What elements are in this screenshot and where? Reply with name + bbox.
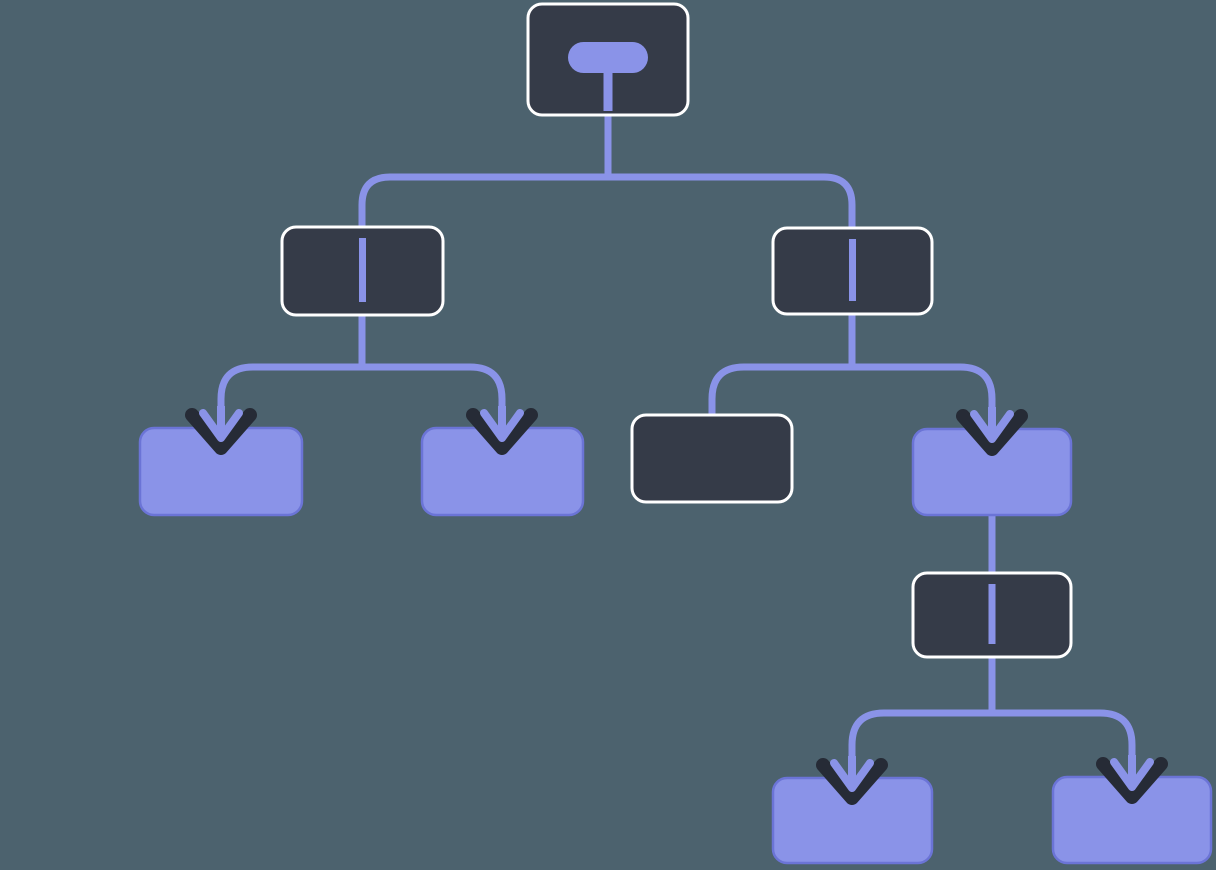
chevron-down-icon <box>185 408 257 455</box>
connector-right-branch-t <box>708 363 996 436</box>
arrow-down-icon <box>480 409 524 442</box>
chevron-down-icon <box>1096 757 1168 804</box>
connector-left-branch-t <box>217 363 506 436</box>
connector-bottom-branch-t <box>848 709 1136 786</box>
arrow-down-icon <box>970 410 1014 443</box>
arrow-down-icon <box>830 759 874 792</box>
chevron-down-icon <box>956 409 1028 456</box>
chevron-down-icon <box>466 408 538 455</box>
arrow-down-icon <box>199 409 243 442</box>
root-pill-icon <box>568 42 648 73</box>
tree-node-leaf-rl[interactable] <box>630 413 794 504</box>
arrow-down-icon <box>1110 758 1154 791</box>
chevron-down-icon <box>816 758 888 805</box>
connector-level1-branch <box>358 173 856 229</box>
